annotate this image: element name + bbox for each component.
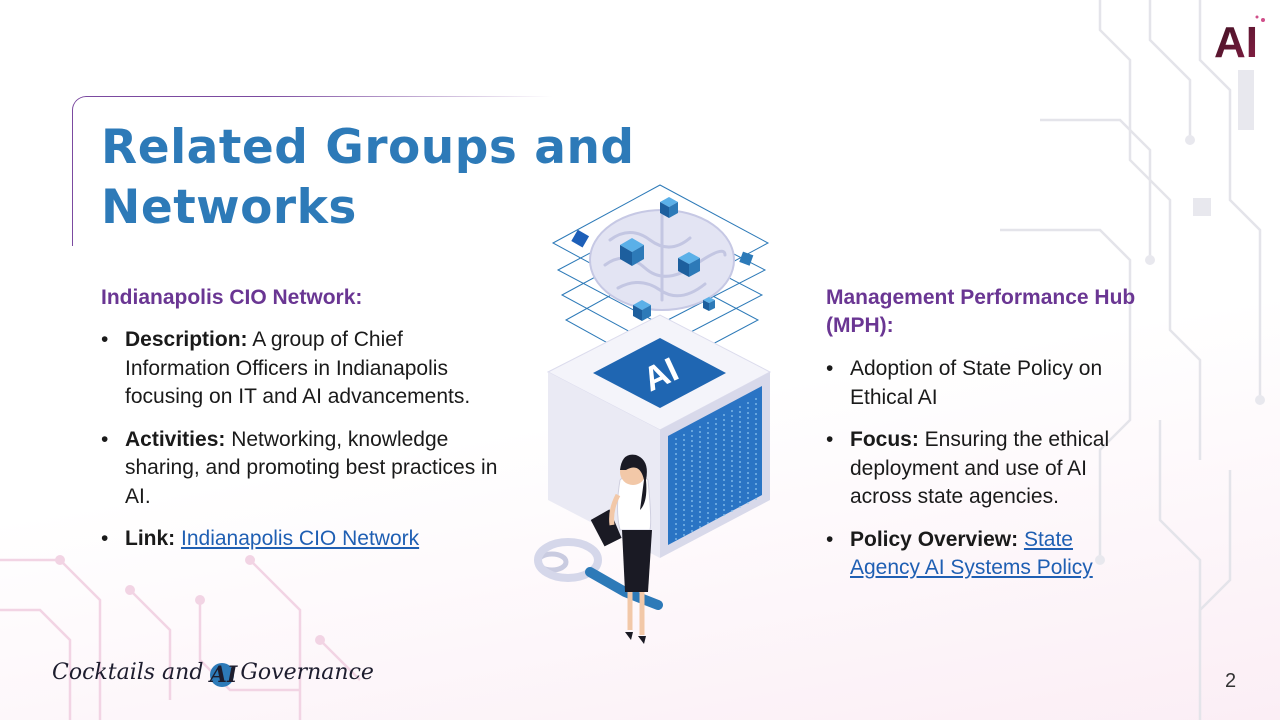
footer-text-1: Cocktails and <box>52 660 204 685</box>
item-label: Activities: <box>125 427 226 451</box>
list-item: Focus: Ensuring the ethical deployment a… <box>826 426 1146 512</box>
cio-network-heading: Indianapolis CIO Network: <box>101 286 363 309</box>
ai-logo-text: AI <box>1214 18 1258 64</box>
item-text: Adoption of State Policy on Ethical AI <box>850 357 1103 409</box>
list-item: Description: A group of Chief Informatio… <box>101 326 506 412</box>
item-label: Policy Overview: <box>850 527 1019 551</box>
list-item: Adoption of State Policy on Ethical AI <box>826 355 1146 412</box>
item-text: A group of Chief Information Officers in… <box>125 328 471 408</box>
page-number: 2 <box>1225 670 1237 692</box>
mph-heading: Management Performance Hub (MPH): <box>826 286 1136 337</box>
cio-network-list: Description: A group of Chief Informatio… <box>101 326 506 568</box>
list-item: Policy Overview: State Agency AI Systems… <box>826 526 1146 583</box>
item-text: Networking, knowledge sharing, and promo… <box>125 427 498 508</box>
ai-systems-policy-link[interactable]: State Agency AI Systems Policy <box>850 527 1093 580</box>
footer-ai-badge: AI <box>209 661 238 688</box>
cube-pattern <box>668 386 762 545</box>
slide-title: Related Groups and Networks <box>101 120 635 235</box>
cio-network-link[interactable]: Indianapolis CIO Network <box>181 527 420 550</box>
footer-text-2: Governance <box>240 660 374 685</box>
woman-figure <box>534 454 663 644</box>
item-label: Focus: <box>850 428 919 451</box>
ai-logo: AI <box>1214 15 1265 64</box>
item-text: Ensuring the ethical deployment and use … <box>850 428 1110 508</box>
title-frame <box>71 96 552 247</box>
list-item: Activities: Networking, knowledge sharin… <box>101 426 506 512</box>
ai-brain-cube-illustration: AI <box>534 184 772 644</box>
footer-logo: Cocktails and AI Governance <box>52 660 374 687</box>
mph-list: Adoption of State Policy on Ethical AI F… <box>826 355 1146 597</box>
list-item: Link: Indianapolis CIO Network <box>101 525 506 554</box>
item-label: Link: <box>125 527 176 550</box>
item-label: Description: <box>125 328 248 351</box>
data-cubes <box>571 197 754 321</box>
